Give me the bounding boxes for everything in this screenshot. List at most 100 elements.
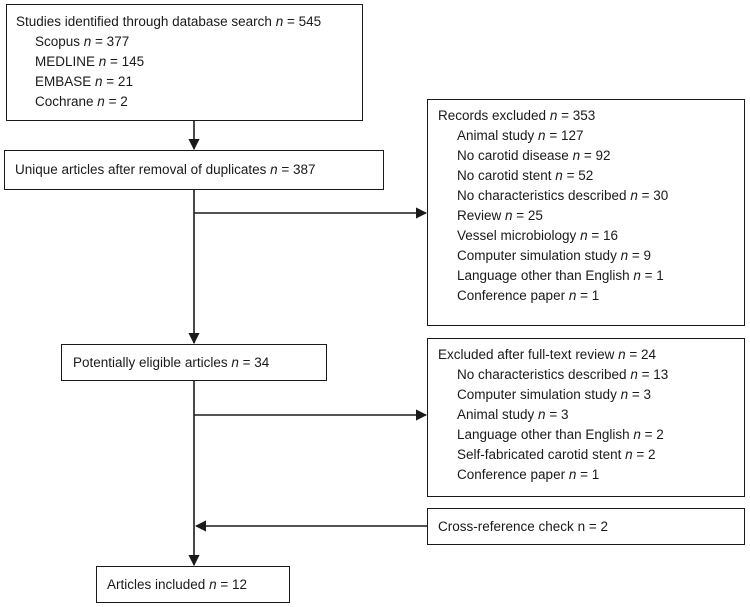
fulltext-excluded-box: Excluded after full-text review n = 24 N… xyxy=(427,338,745,497)
eligible-total: Potentially eligible articles n = 34 xyxy=(73,353,315,373)
count: = 545 xyxy=(283,14,322,29)
label: Potentially eligible articles xyxy=(73,355,232,370)
n-symbol: n xyxy=(572,148,581,163)
records-excluded-item: No carotid stent n = 52 xyxy=(438,166,734,186)
fulltext-excluded-item: Language other than English n = 2 xyxy=(438,425,734,445)
fulltext-excluded-item: Self-fabricated carotid stent n = 2 xyxy=(438,445,734,465)
n-symbol: n xyxy=(618,347,626,362)
fulltext-excluded-item: No characteristics described n = 13 xyxy=(438,365,734,385)
identified-scopus: Scopus n = 377 xyxy=(16,32,353,52)
label: Conference paper xyxy=(457,288,569,303)
n-symbol: n xyxy=(549,108,558,123)
unique-box: Unique articles after removal of duplica… xyxy=(4,150,384,190)
count: = 387 xyxy=(277,162,316,177)
count: = 2 xyxy=(632,447,656,462)
count: = 1 xyxy=(640,268,664,283)
records-excluded-item: Review n = 25 xyxy=(438,206,734,226)
identified-embase: EMBASE n = 21 xyxy=(16,72,353,92)
count: = 30 xyxy=(637,188,669,203)
count: = 145 xyxy=(106,54,145,69)
label: Review xyxy=(457,208,506,223)
count: = 127 xyxy=(545,128,584,143)
count: = 1 xyxy=(576,467,600,482)
n-symbol: n xyxy=(270,162,278,177)
count: = 16 xyxy=(587,228,618,243)
identified-medline: MEDLINE n = 145 xyxy=(16,52,353,72)
n-symbol: n xyxy=(83,34,92,49)
n-symbol: n xyxy=(97,94,105,109)
n-symbol: n xyxy=(625,447,633,462)
count: = 2 xyxy=(640,427,664,442)
label: No characteristics described xyxy=(457,367,631,382)
cross-reference-total: Cross-reference check n = 2 xyxy=(438,517,734,537)
count: = 21 xyxy=(102,74,133,89)
n-symbol: n xyxy=(505,208,513,223)
n-symbol: n xyxy=(209,577,217,592)
label: Excluded after full-text review xyxy=(438,347,619,362)
count: = 25 xyxy=(512,208,543,223)
records-excluded-box: Records excluded n = 353 Animal study n … xyxy=(427,99,745,326)
n-symbol: n xyxy=(98,54,107,69)
count: = 3 xyxy=(545,407,569,422)
records-excluded-item: Computer simulation study n = 9 xyxy=(438,246,734,266)
records-excluded-item: No characteristics described n = 30 xyxy=(438,186,734,206)
count: = 24 xyxy=(625,347,656,362)
records-excluded-item: Animal study n = 127 xyxy=(438,126,734,146)
label: Self-fabricated carotid stent xyxy=(457,447,626,462)
label: No carotid stent xyxy=(457,168,556,183)
n-symbol: n xyxy=(568,288,577,303)
count: = 9 xyxy=(628,248,651,263)
count: = 12 xyxy=(216,577,247,592)
records-excluded-item: No carotid disease n = 92 xyxy=(438,146,734,166)
count: = 377 xyxy=(91,34,130,49)
label: MEDLINE xyxy=(35,54,99,69)
label: Vessel microbiology xyxy=(457,228,581,243)
label: Records excluded xyxy=(438,108,550,123)
count: = 52 xyxy=(562,168,594,183)
records-excluded-total: Records excluded n = 353 xyxy=(438,106,734,126)
n-symbol: n xyxy=(580,228,588,243)
fulltext-excluded-item: Computer simulation study n = 3 xyxy=(438,385,734,405)
label: Cochrane xyxy=(35,94,98,109)
identified-total: Studies identified through database sear… xyxy=(16,12,353,32)
records-excluded-item: Language other than English n = 1 xyxy=(438,266,734,286)
records-excluded-item: Conference paper n = 1 xyxy=(438,286,734,306)
n-symbol: n xyxy=(577,519,586,534)
label: Language other than English xyxy=(457,427,634,442)
count: = 3 xyxy=(628,387,651,402)
label: Cross-reference check xyxy=(438,519,578,534)
n-symbol: n xyxy=(633,268,641,283)
label: Articles included xyxy=(107,577,210,592)
label: Language other than English xyxy=(457,268,634,283)
n-symbol: n xyxy=(95,74,103,89)
label: Animal study xyxy=(457,128,539,143)
fulltext-excluded-total: Excluded after full-text review n = 24 xyxy=(438,345,734,365)
n-symbol: n xyxy=(555,168,563,183)
identified-cochrane: Cochrane n = 2 xyxy=(16,92,353,112)
label: Scopus xyxy=(35,34,84,49)
n-symbol: n xyxy=(538,407,546,422)
n-symbol: n xyxy=(538,128,546,143)
n-symbol: n xyxy=(231,355,239,370)
label: Animal study xyxy=(457,407,539,422)
label: Studies identified through database sear… xyxy=(16,14,276,29)
records-excluded-item: Vessel microbiology n = 16 xyxy=(438,226,734,246)
label: Computer simulation study xyxy=(457,248,621,263)
fulltext-excluded-item: Conference paper n = 1 xyxy=(438,465,734,485)
n-symbol: n xyxy=(633,427,641,442)
count: = 2 xyxy=(585,519,608,534)
n-symbol: n xyxy=(630,188,638,203)
n-symbol: n xyxy=(620,387,629,402)
count: = 34 xyxy=(238,355,270,370)
label: EMBASE xyxy=(35,74,96,89)
unique-total: Unique articles after removal of duplica… xyxy=(15,160,373,180)
label: Conference paper xyxy=(457,467,569,482)
included-total: Articles included n = 12 xyxy=(107,575,279,595)
count: = 92 xyxy=(580,148,611,163)
label: Unique articles after removal of duplica… xyxy=(15,162,271,177)
count: = 2 xyxy=(104,94,128,109)
count: = 1 xyxy=(576,288,600,303)
label: Computer simulation study xyxy=(457,387,621,402)
